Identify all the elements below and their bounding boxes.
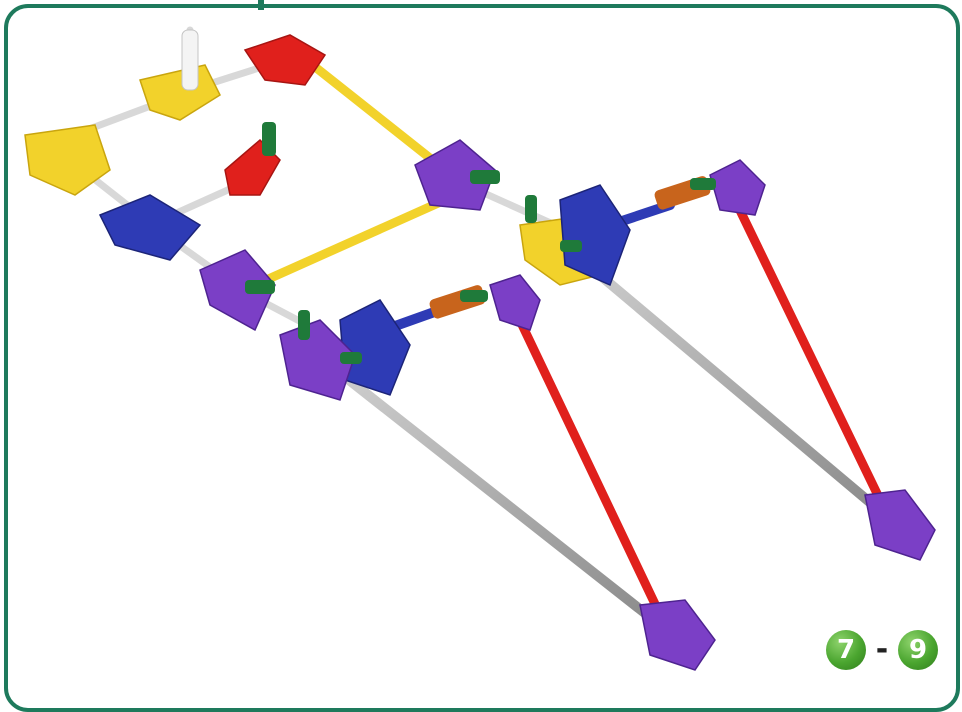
yellow-connectors bbox=[25, 65, 600, 285]
white-post bbox=[182, 30, 198, 90]
knex-model-illustration bbox=[0, 0, 962, 686]
blue-connectors bbox=[100, 185, 630, 395]
step-separator: - bbox=[872, 630, 892, 670]
grey-rods bbox=[330, 250, 885, 625]
step-range: 7 - 9 bbox=[826, 630, 938, 670]
step-end-badge: 9 bbox=[898, 630, 938, 670]
red-connectors bbox=[225, 35, 325, 195]
step-start-badge: 7 bbox=[826, 630, 866, 670]
